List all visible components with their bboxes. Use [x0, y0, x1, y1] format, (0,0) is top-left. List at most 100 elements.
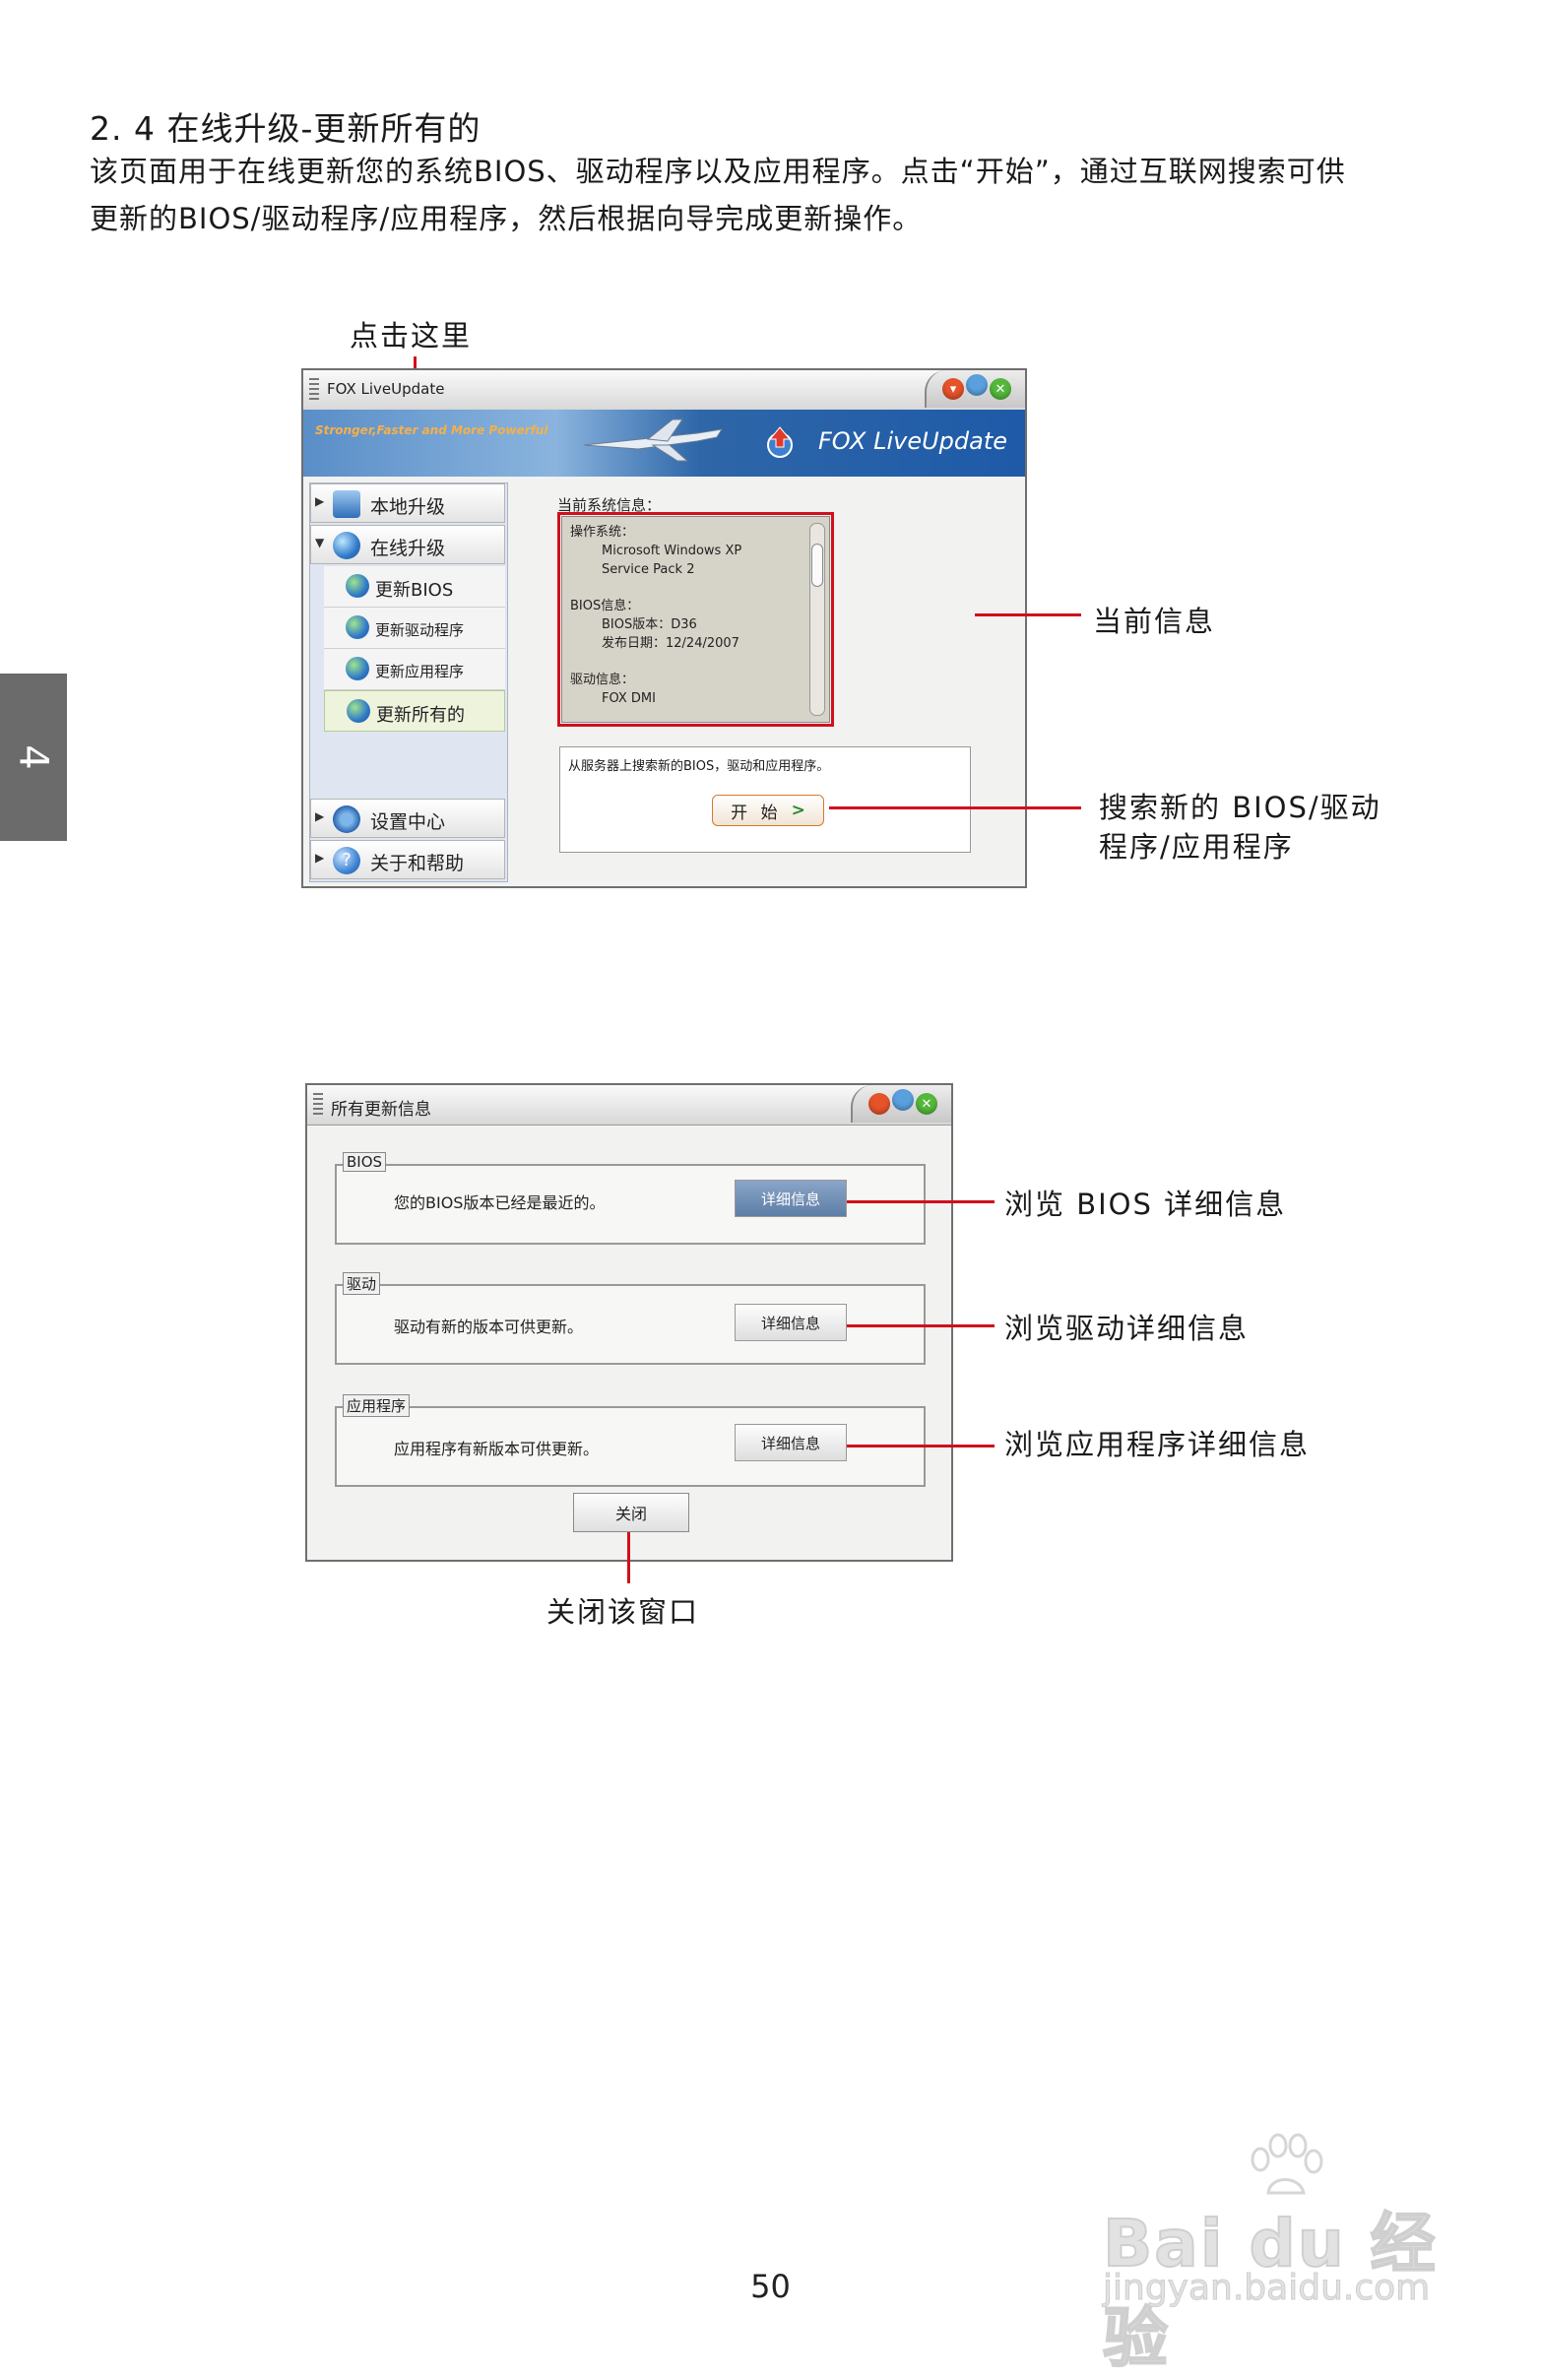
banner-slogan: Stronger,Faster and More Powerful [315, 423, 548, 437]
callout-click-here: 点击这里 [350, 319, 473, 353]
sub-update-all[interactable]: 更新所有的 [324, 690, 505, 732]
nav-local-upgrade-label: 本地升级 [370, 496, 446, 518]
intro-line-2: 更新的BIOS/驱动程序/应用程序，然后根据向导完成更新操作。 [90, 202, 923, 235]
close-button[interactable]: 关闭 [573, 1493, 689, 1532]
info-bios-date: 发布日期：12/24/2007 [602, 636, 739, 651]
callout-bios-details: 浏览 BIOS 详细信息 [1004, 1188, 1287, 1221]
chapter-number: 4 [10, 744, 56, 770]
driver-details-button[interactable]: 详细信息 [735, 1304, 847, 1341]
driver-group-label: 驱动 [343, 1272, 381, 1295]
grip-icon[interactable] [309, 378, 319, 402]
maximize-button[interactable] [966, 374, 988, 396]
callout-search-line1: 搜索新的 BIOS/驱动 [1099, 791, 1381, 824]
callout-bios-line [847, 1200, 995, 1203]
current-info-title: 当前系统信息： [557, 496, 662, 514]
chevron-right-icon: > [791, 801, 805, 820]
bios-status-text: 您的BIOS版本已经是最近的。 [394, 1193, 606, 1212]
sub-update-app-label: 更新应用程序 [375, 663, 465, 680]
info-os-label: 操作系统： [570, 525, 635, 540]
info-bios-version: BIOS版本：D36 [602, 617, 697, 632]
info-bios-label: BIOS信息： [570, 599, 640, 613]
app-group-label: 应用程序 [343, 1394, 411, 1417]
callout-search: 搜索新的 BIOS/驱动 程序/应用程序 [1099, 788, 1381, 867]
globe-icon [346, 657, 369, 680]
start-button-label: 开 始 [731, 803, 782, 823]
callout-search-line2: 程序/应用程序 [1099, 830, 1294, 864]
gear-icon [333, 805, 360, 833]
watermark-line2: jingyan.baidu.com [1102, 2268, 1431, 2309]
maximize-button[interactable] [892, 1089, 914, 1111]
minimize-button[interactable]: ▾ [942, 378, 964, 400]
start-button[interactable]: 开 始 > [712, 795, 824, 826]
callout-search-line [829, 806, 1081, 809]
sub-update-all-label: 更新所有的 [376, 705, 465, 726]
help-icon: ? [333, 847, 360, 874]
nav-about-help[interactable]: ▶ ? 关于和帮助 [310, 840, 505, 879]
bios-details-button[interactable]: 详细信息 [735, 1180, 847, 1217]
bios-group-label: BIOS [343, 1152, 387, 1172]
globe-icon [347, 699, 370, 723]
info-scrollbar[interactable] [809, 523, 825, 716]
search-description: 从服务器上搜索新的BIOS，驱动和应用程序。 [568, 759, 830, 774]
sub-update-bios[interactable]: 更新BIOS [324, 566, 505, 608]
callout-driver-line [847, 1324, 995, 1327]
expand-arrow-icon: ▶ [315, 809, 325, 823]
current-info-highlight [557, 512, 834, 727]
paw-logo-icon [1251, 2133, 1323, 2195]
window-titlebar: FOX LiveUpdate ▾ ✕ [303, 370, 1025, 411]
window-titlebar: 所有更新信息 ✕ [307, 1085, 951, 1126]
banner-brand: FOX LiveUpdate [817, 427, 1007, 455]
callout-driver-details: 浏览驱动详细信息 [1004, 1312, 1250, 1345]
app-details-button[interactable]: 详细信息 [735, 1424, 847, 1461]
close-window-button[interactable]: ✕ [916, 1093, 937, 1115]
page-number: 50 [750, 2268, 791, 2305]
nav-online-upgrade[interactable]: ▼ 在线升级 [310, 525, 505, 564]
monitor-icon [333, 490, 360, 518]
info-driver-value: FOX DMI [602, 691, 656, 706]
nav-settings-center[interactable]: ▶ 设置中心 [310, 799, 505, 838]
collapse-arrow-icon: ▼ [315, 536, 325, 549]
minimize-button[interactable] [868, 1093, 890, 1115]
nav-online-upgrade-label: 在线升级 [370, 538, 446, 559]
globe-icon [346, 574, 369, 598]
scrollbar-thumb[interactable] [811, 544, 823, 587]
expand-arrow-icon: ▶ [315, 494, 325, 508]
system-info-box: 操作系统： Microsoft Windows XP Service Pack … [561, 516, 830, 723]
airplane-icon [583, 418, 724, 462]
window-title: 所有更新信息 [331, 1100, 431, 1120]
search-panel: 从服务器上搜索新的BIOS，驱动和应用程序。 开 始 > [559, 746, 971, 853]
callout-current-line [975, 613, 1081, 616]
nav-settings-center-label: 设置中心 [370, 811, 446, 833]
globe-icon [346, 615, 369, 639]
callout-app-details: 浏览应用程序详细信息 [1004, 1428, 1311, 1461]
callout-current-info: 当前信息 [1093, 605, 1216, 638]
app-banner: Stronger,Faster and More Powerful FOX Li… [303, 410, 1025, 477]
callout-app-line [847, 1445, 995, 1447]
chapter-tab: 4 [0, 674, 67, 841]
bios-group: 您的BIOS版本已经是最近的。 详细信息 [335, 1164, 926, 1245]
expand-arrow-icon: ▶ [315, 851, 325, 865]
section-title: 2. 4 在线升级-更新所有的 [90, 109, 482, 148]
sub-update-bios-label: 更新BIOS [375, 580, 454, 601]
app-status-text: 应用程序有新版本可供更新。 [394, 1440, 600, 1458]
info-driver-label: 驱动信息： [570, 673, 635, 687]
driver-status-text: 驱动有新的版本可供更新。 [394, 1318, 584, 1336]
callout-close-window: 关闭该窗口 [546, 1595, 700, 1629]
nav-about-help-label: 关于和帮助 [370, 853, 465, 874]
info-os-line2: Service Pack 2 [602, 562, 695, 577]
liveupdate-logo-icon [767, 426, 793, 458]
app-group: 应用程序有新版本可供更新。 详细信息 [335, 1406, 926, 1487]
callout-close-line [627, 1532, 630, 1583]
sub-update-driver-label: 更新驱动程序 [375, 621, 465, 639]
grip-icon[interactable] [313, 1093, 323, 1117]
nav-sidebar: ▶ 本地升级 ▼ 在线升级 更新BIOS 更新驱动程序 更新应用程序 更新所有的… [309, 482, 508, 882]
driver-group: 驱动有新的版本可供更新。 详细信息 [335, 1284, 926, 1365]
info-os-line1: Microsoft Windows XP [602, 544, 742, 558]
globe-icon [333, 532, 360, 559]
fox-liveupdate-window: FOX LiveUpdate ▾ ✕ Stronger,Faster and M… [301, 368, 1027, 888]
intro-line-1: 该页面用于在线更新您的系统BIOS、驱动程序以及应用程序。点击“开始”，通过互联… [90, 155, 1346, 188]
sub-update-driver[interactable]: 更新驱动程序 [324, 608, 505, 649]
sub-update-app[interactable]: 更新应用程序 [324, 649, 505, 690]
nav-local-upgrade[interactable]: ▶ 本地升级 [310, 483, 505, 523]
close-window-button[interactable]: ✕ [990, 378, 1011, 400]
